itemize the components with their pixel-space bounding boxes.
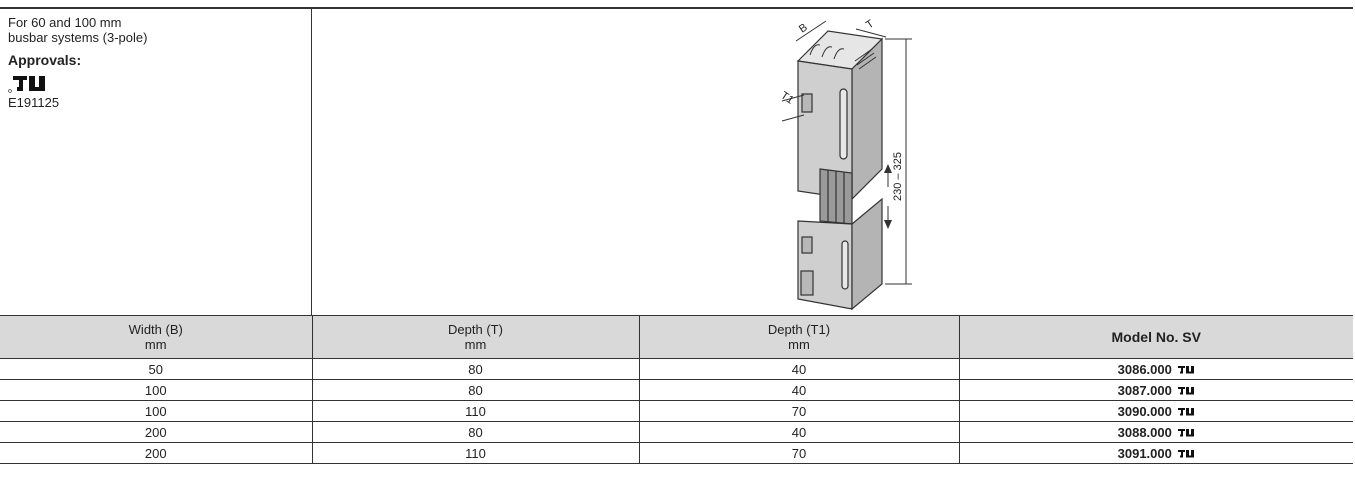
header-model: Model No. SV — [958, 316, 1353, 359]
ul-recognized-icon — [1177, 428, 1194, 436]
intro-text: For 60 and 100 mm busbar systems (3-pole… — [8, 15, 148, 45]
certificate-number: E191125 — [8, 95, 60, 110]
label-t: T — [864, 18, 877, 32]
cell-width: 200 — [0, 421, 312, 443]
table-row: 200 80 40 3088.000 — [0, 421, 1353, 443]
ul-recognized-icon — [1177, 407, 1194, 415]
cell-model: 3088.000 — [958, 421, 1353, 443]
table-row: 100 80 40 3087.000 — [0, 379, 1353, 401]
product-drawing: B T T1 230 – 325 — [312, 9, 1353, 315]
cell-depth-t: 110 — [311, 400, 639, 422]
table-row: 50 80 40 3086.000 — [0, 358, 1353, 380]
label-t1: T1 — [778, 90, 795, 107]
cell-width: 100 — [0, 379, 312, 401]
product-info: For 60 and 100 mm busbar systems (3-pole… — [0, 9, 312, 315]
ul-recognized-icon — [1177, 449, 1194, 457]
cell-depth-t1: 40 — [638, 379, 959, 401]
cell-depth-t: 80 — [311, 379, 639, 401]
ul-recognized-icon — [1177, 386, 1194, 394]
header-width: Width (B)mm — [0, 316, 313, 359]
cell-depth-t: 110 — [311, 442, 639, 464]
cell-model: 3090.000 — [958, 400, 1353, 422]
ul-recognized-icon — [8, 76, 45, 93]
table-row: 200 110 70 3091.000 — [0, 442, 1353, 464]
bottom-side-face — [851, 197, 883, 311]
cell-model: 3087.000 — [958, 379, 1353, 401]
cell-width: 50 — [0, 358, 312, 380]
cell-model: 3086.000 — [958, 358, 1353, 380]
label-height-range: 230 – 325 — [892, 152, 904, 201]
busbar-support-drawing: B T T1 230 – 325 — [778, 18, 912, 311]
cell-depth-t1: 40 — [638, 421, 959, 443]
ul-recognized-icon — [1177, 365, 1194, 373]
cell-width: 200 — [0, 442, 312, 464]
product-overview: For 60 and 100 mm busbar systems (3-pole… — [0, 7, 1353, 316]
cell-depth-t1: 70 — [638, 400, 959, 422]
table-header-row: Width (B)mm Depth (T)mm Depth (T1)mm Mod… — [0, 316, 1353, 359]
header-depth-t1: Depth (T1)mm — [638, 316, 960, 359]
model-table: Width (B)mm Depth (T)mm Depth (T1)mm Mod… — [0, 316, 1353, 464]
table-row: 100 110 70 3090.000 — [0, 400, 1353, 422]
header-depth-t: Depth (T)mm — [311, 316, 640, 359]
cell-depth-t1: 70 — [638, 442, 959, 464]
cell-depth-t: 80 — [311, 421, 639, 443]
cell-model: 3091.000 — [958, 442, 1353, 464]
approvals-label: Approvals: — [8, 52, 82, 68]
cell-depth-t: 80 — [311, 358, 639, 380]
cell-depth-t1: 40 — [638, 358, 959, 380]
cell-width: 100 — [0, 400, 312, 422]
